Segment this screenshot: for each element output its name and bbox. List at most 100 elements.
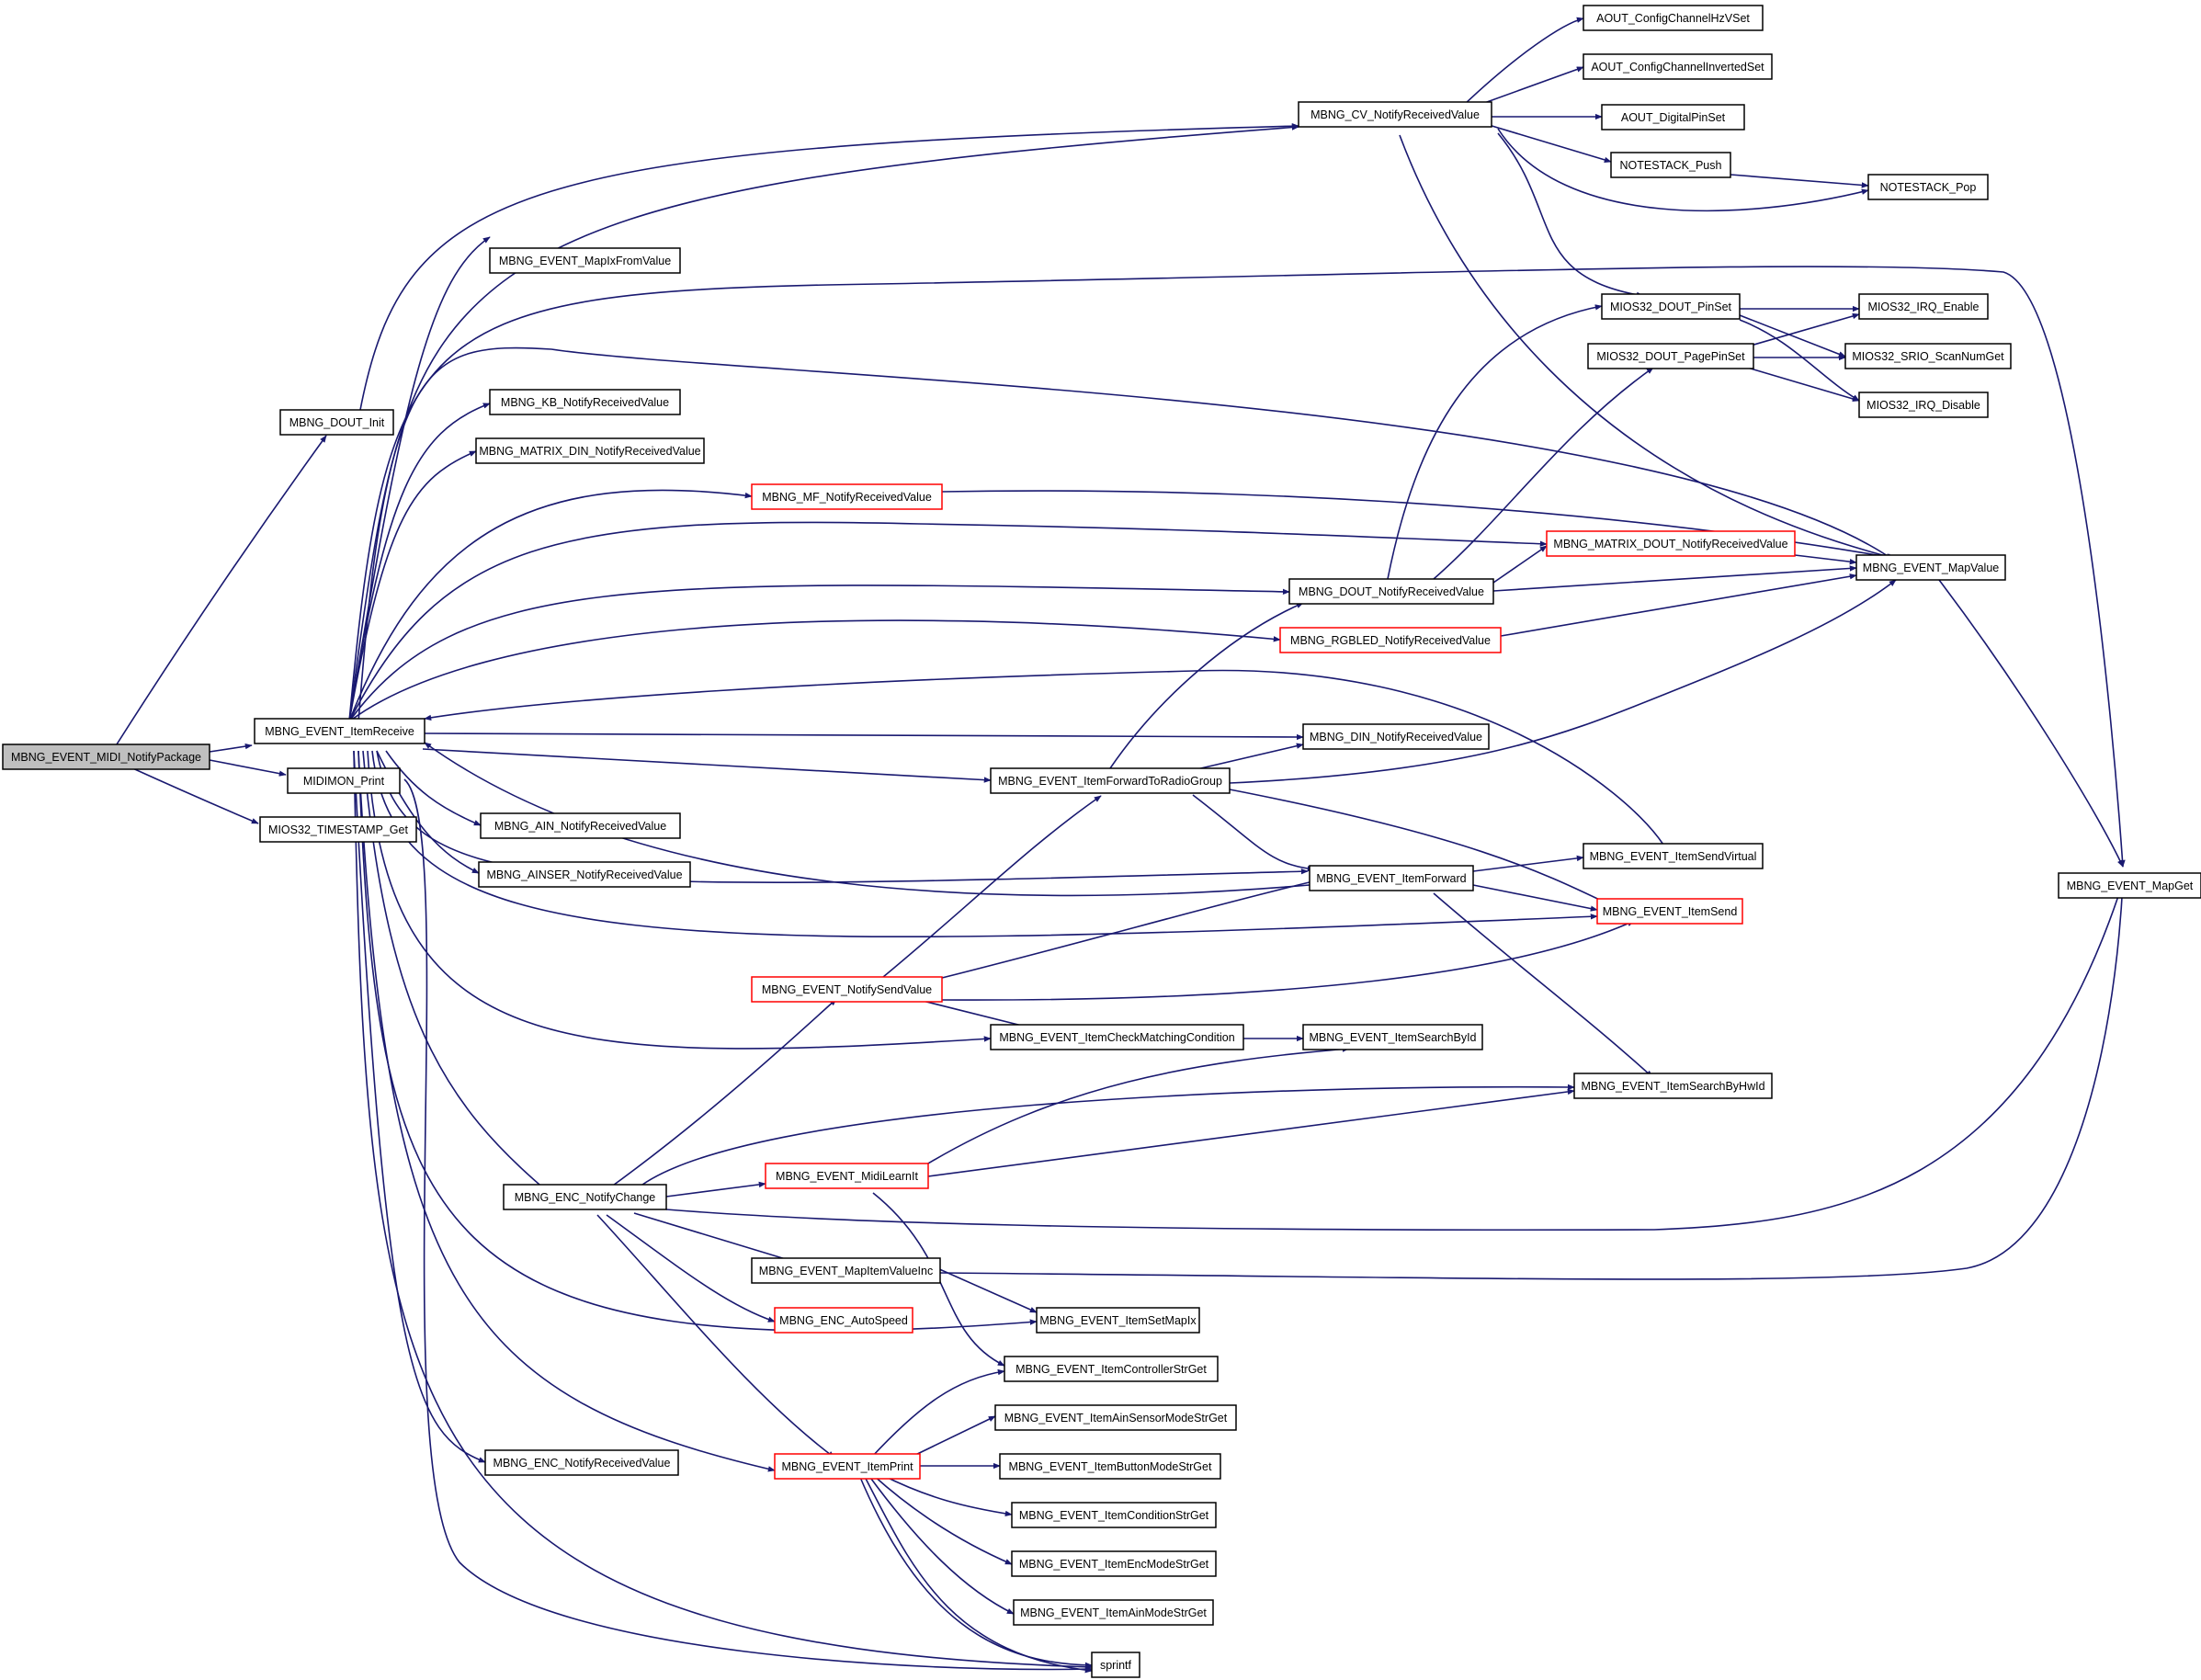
node-mapix-from-value[interactable]: MBNG_EVENT_MapIxFromValue [489,247,681,274]
node-box[interactable] [999,1453,1221,1480]
node-srio-scan[interactable]: MIOS32_SRIO_ScanNumGet [1844,343,2012,369]
node-button-str[interactable]: MBNG_EVENT_ItemButtonModeStrGet [999,1453,1221,1480]
node-ns-pop[interactable]: NOTESTACK_Pop [1867,174,1989,200]
node-box[interactable] [990,767,1231,794]
node-search-id[interactable]: MBNG_EVENT_ItemSearchById [1302,1024,1483,1050]
node-box[interactable] [1858,392,1989,418]
node-ns-push[interactable]: NOTESTACK_Push [1610,152,1731,178]
node-box[interactable] [1583,5,1764,31]
node-box[interactable] [489,247,681,274]
node-enc-notify-change[interactable]: MBNG_ENC_NotifyChange [503,1184,667,1210]
node-din-notify[interactable]: MBNG_DIN_NotifyReceivedValue [1302,723,1490,750]
node-aout-pin[interactable]: AOUT_DigitalPinSet [1601,104,1745,131]
node-cond-str[interactable]: MBNG_EVENT_ItemConditionStrGet [1011,1502,1217,1528]
node-box[interactable] [1013,1599,1214,1626]
node-box[interactable] [774,1453,921,1480]
node-box[interactable] [1011,1550,1217,1577]
node-item-forward[interactable]: MBNG_EVENT_ItemForward [1309,865,1474,891]
node-fwd-radio[interactable]: MBNG_EVENT_ItemForwardToRadioGroup [990,767,1231,794]
node-cv-notify[interactable]: MBNG_CV_NotifyReceivedValue [1298,101,1492,128]
node-ain-sensor-str[interactable]: MBNG_EVENT_ItemAinSensorModeStrGet [994,1404,1237,1431]
node-irq-enable[interactable]: MIOS32_IRQ_Enable [1858,293,1989,320]
node-box[interactable] [1288,578,1494,605]
node-box[interactable] [489,389,681,415]
node-box[interactable] [1587,343,1754,369]
node-box[interactable] [1302,723,1490,750]
node-dout-pagepinset[interactable]: MIOS32_DOUT_PagePinSet [1587,343,1754,369]
node-check-cond[interactable]: MBNG_EVENT_ItemCheckMatchingCondition [990,1024,1244,1050]
node-map-value[interactable]: MBNG_EVENT_MapValue [1855,554,2006,581]
node-box[interactable] [1279,627,1502,653]
node-box[interactable] [1858,293,1989,320]
node-box[interactable] [1596,898,1743,925]
node-box[interactable] [1855,554,2006,581]
node-box[interactable] [765,1163,929,1189]
node-box[interactable] [2058,872,2201,899]
node-search-hwid[interactable]: MBNG_EVENT_ItemSearchByHwId [1573,1073,1773,1099]
node-box[interactable] [751,483,943,510]
node-enc-mode-str[interactable]: MBNG_EVENT_ItemEncModeStrGet [1011,1550,1217,1577]
node-enc-notify[interactable]: MBNG_ENC_NotifyReceivedValue [484,1449,679,1476]
node-aout-hzv[interactable]: AOUT_ConfigChannelHzVSet [1583,5,1764,31]
node-box[interactable] [1298,101,1492,128]
node-matrix-din-notify[interactable]: MBNG_MATRIX_DIN_NotifyReceivedValue [475,437,705,464]
node-ctrl-str[interactable]: MBNG_EVENT_ItemControllerStrGet [1004,1356,1219,1382]
node-box[interactable] [1309,865,1474,891]
node-item-print[interactable]: MBNG_EVENT_ItemPrint [774,1453,921,1480]
node-matrix-dout-notify[interactable]: MBNG_MATRIX_DOUT_NotifyReceivedValue [1546,530,1796,557]
node-box[interactable] [990,1024,1244,1050]
node-box[interactable] [774,1307,913,1334]
node-box[interactable] [475,437,705,464]
node-map-item-inc[interactable]: MBNG_EVENT_MapItemValueInc [751,1257,941,1284]
node-box[interactable] [1036,1307,1200,1334]
node-ain-mode-str[interactable]: MBNG_EVENT_ItemAinModeStrGet [1013,1599,1214,1626]
node-box[interactable] [1302,1024,1483,1050]
node-ainser-notify[interactable]: MBNG_AINSER_NotifyReceivedValue [478,861,691,888]
node-box[interactable] [2,744,210,770]
node-box[interactable] [287,767,401,794]
node-box[interactable] [503,1184,667,1210]
node-box[interactable] [1601,104,1745,131]
node-rgbled-notify[interactable]: MBNG_RGBLED_NotifyReceivedValue [1279,627,1502,653]
node-send-virtual[interactable]: MBNG_EVENT_ItemSendVirtual [1583,843,1764,869]
node-box[interactable] [1573,1073,1773,1099]
node-sprintf[interactable]: sprintf [1091,1652,1140,1678]
node-box[interactable] [480,812,681,839]
node-item-send[interactable]: MBNG_EVENT_ItemSend [1596,898,1743,925]
node-box[interactable] [1583,843,1764,869]
node-box[interactable] [259,816,417,843]
node-box[interactable] [1867,174,1989,200]
node-midimon-print[interactable]: MIDIMON_Print [287,767,401,794]
node-midi-learn[interactable]: MBNG_EVENT_MidiLearnIt [765,1163,929,1189]
node-ain-notify[interactable]: MBNG_AIN_NotifyReceivedValue [480,812,681,839]
node-aout-inv[interactable]: AOUT_ConfigChannelInvertedSet [1583,53,1773,80]
node-box[interactable] [1583,53,1773,80]
node-box[interactable] [1844,343,2012,369]
node-kb-notify[interactable]: MBNG_KB_NotifyReceivedValue [489,389,681,415]
node-box[interactable] [1004,1356,1219,1382]
node-box[interactable] [751,1257,941,1284]
node-box[interactable] [1091,1652,1140,1678]
node-dout-init[interactable]: MBNG_DOUT_Init [279,409,394,436]
node-box[interactable] [1610,152,1731,178]
node-root[interactable]: MBNG_EVENT_MIDI_NotifyPackage [2,744,210,770]
node-box[interactable] [1546,530,1796,557]
node-dout-notify[interactable]: MBNG_DOUT_NotifyReceivedValue [1288,578,1494,605]
node-box[interactable] [484,1449,679,1476]
node-box[interactable] [1601,293,1741,320]
node-box[interactable] [751,976,943,1003]
node-box[interactable] [279,409,394,436]
node-notify-send[interactable]: MBNG_EVENT_NotifySendValue [751,976,943,1003]
node-timestamp-get[interactable]: MIOS32_TIMESTAMP_Get [259,816,417,843]
node-dout-pinset[interactable]: MIOS32_DOUT_PinSet [1601,293,1741,320]
node-box[interactable] [1011,1502,1217,1528]
node-set-mapix[interactable]: MBNG_EVENT_ItemSetMapIx [1036,1307,1200,1334]
node-box[interactable] [254,718,425,744]
node-mf-notify[interactable]: MBNG_MF_NotifyReceivedValue [751,483,943,510]
node-map-get[interactable]: MBNG_EVENT_MapGet [2058,872,2201,899]
node-irq-disable[interactable]: MIOS32_IRQ_Disable [1858,392,1989,418]
node-box[interactable] [478,861,691,888]
node-item-receive[interactable]: MBNG_EVENT_ItemReceive [254,718,425,744]
node-box[interactable] [994,1404,1237,1431]
node-enc-autospeed[interactable]: MBNG_ENC_AutoSpeed [774,1307,913,1334]
